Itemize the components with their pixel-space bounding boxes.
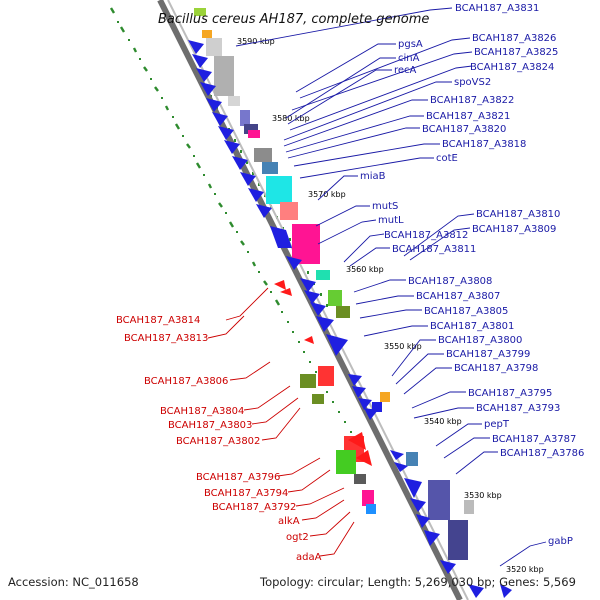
gene-label: spoVS2 [454, 77, 491, 88]
outer-dot-track [117, 21, 352, 433]
gene-label: BCAH187_A3799 [446, 349, 530, 360]
gene-label: miaB [360, 171, 386, 182]
gene-label: cinA [398, 53, 420, 64]
gene-label: BCAH187_A3792 [212, 502, 296, 513]
gene-label: pgsA [398, 39, 423, 50]
gene-label: BCAH187_A3812 [384, 230, 468, 241]
reverse-leader-lines [207, 287, 355, 557]
gene-label: recA [394, 65, 417, 76]
forward-leader-lines [235, 7, 547, 567]
gene-label: BCAH187_A3804 [160, 406, 244, 417]
reverse-gene-labels: BCAH187_A3814 BCAH187_A3813 BCAH187_A380… [116, 315, 322, 563]
gene-label: BCAH187_A3810 [476, 209, 560, 220]
gene-label: BCAH187_A3818 [442, 139, 526, 150]
accession-text: Accession: NC_011658 [8, 575, 139, 589]
gene-label: pepT [484, 419, 510, 430]
gene-label: BCAH187_A3787 [492, 434, 576, 445]
kbp-tick-3550: 3550 kbp [384, 342, 422, 351]
gene-label: BCAH187_A3786 [500, 448, 584, 459]
kbp-tick-3560: 3560 kbp [346, 265, 384, 274]
kbp-tick-3530: 3530 kbp [464, 491, 502, 500]
gene-label: BCAH187_A3793 [476, 403, 560, 414]
gene-label: BCAH187_A3809 [472, 224, 556, 235]
kbp-tick-3540: 3540 kbp [424, 417, 462, 426]
gene-label: BCAH187_A3814 [116, 315, 200, 326]
gene-label: BCAH187_A3798 [454, 363, 538, 374]
reverse-cds-arrows [274, 280, 372, 466]
gene-label: BCAH187_A3820 [422, 124, 506, 135]
gene-label: mutS [372, 201, 398, 212]
map-title: Bacillus cereus AH187, complete genome [158, 12, 429, 27]
gene-label: cotE [436, 153, 458, 164]
kbp-tick-3520: 3520 kbp [506, 565, 544, 574]
gene-label: ogt2 [286, 532, 309, 543]
feature-track [194, 8, 474, 560]
gene-label: BCAH187_A3800 [438, 335, 522, 346]
gene-label: gabP [548, 536, 573, 547]
gene-label: adaA [296, 552, 322, 563]
gene-label: BCAH187_A3801 [430, 321, 514, 332]
gene-label: alkA [278, 516, 300, 527]
gene-label: BCAH187_A3806 [144, 376, 228, 387]
kbp-tick-3590: 3590 kbp [237, 37, 275, 46]
forward-gene-labels: BCAH187_A3831 BCAH187_A3826 pgsA BCAH187… [360, 3, 584, 547]
gene-label: BCAH187_A3795 [468, 388, 552, 399]
kbp-tick-3570: 3570 kbp [308, 190, 346, 199]
gene-label: BCAH187_A3805 [424, 306, 508, 317]
topology-text: Topology: circular; Length: 5,269,030 bp… [260, 575, 576, 589]
gene-label: BCAH187_A3802 [176, 436, 260, 447]
gene-label: mutL [378, 215, 404, 226]
scale-ticks: 3590 kbp 3580 kbp 3570 kbp 3560 kbp 3550… [237, 37, 544, 574]
gene-label: BCAH187_A3811 [392, 244, 476, 255]
gene-label: BCAH187_A3831 [455, 3, 539, 14]
gene-label: BCAH187_A3796 [196, 472, 280, 483]
forward-cds-arrows [188, 40, 512, 598]
gene-label: BCAH187_A3808 [408, 276, 492, 287]
gene-label: BCAH187_A3824 [470, 62, 554, 73]
gene-label: BCAH187_A3813 [124, 333, 208, 344]
gene-label: BCAH187_A3794 [204, 488, 288, 499]
gene-label: BCAH187_A3826 [472, 33, 556, 44]
gene-label: BCAH187_A3825 [474, 47, 558, 58]
gene-label: BCAH187_A3807 [416, 291, 500, 302]
gene-label: BCAH187_A3803 [168, 420, 252, 431]
gene-label: BCAH187_A3821 [426, 111, 510, 122]
outer-tick-track [109, 7, 281, 306]
kbp-tick-3580: 3580 kbp [272, 114, 310, 123]
gene-label: BCAH187_A3822 [430, 95, 514, 106]
